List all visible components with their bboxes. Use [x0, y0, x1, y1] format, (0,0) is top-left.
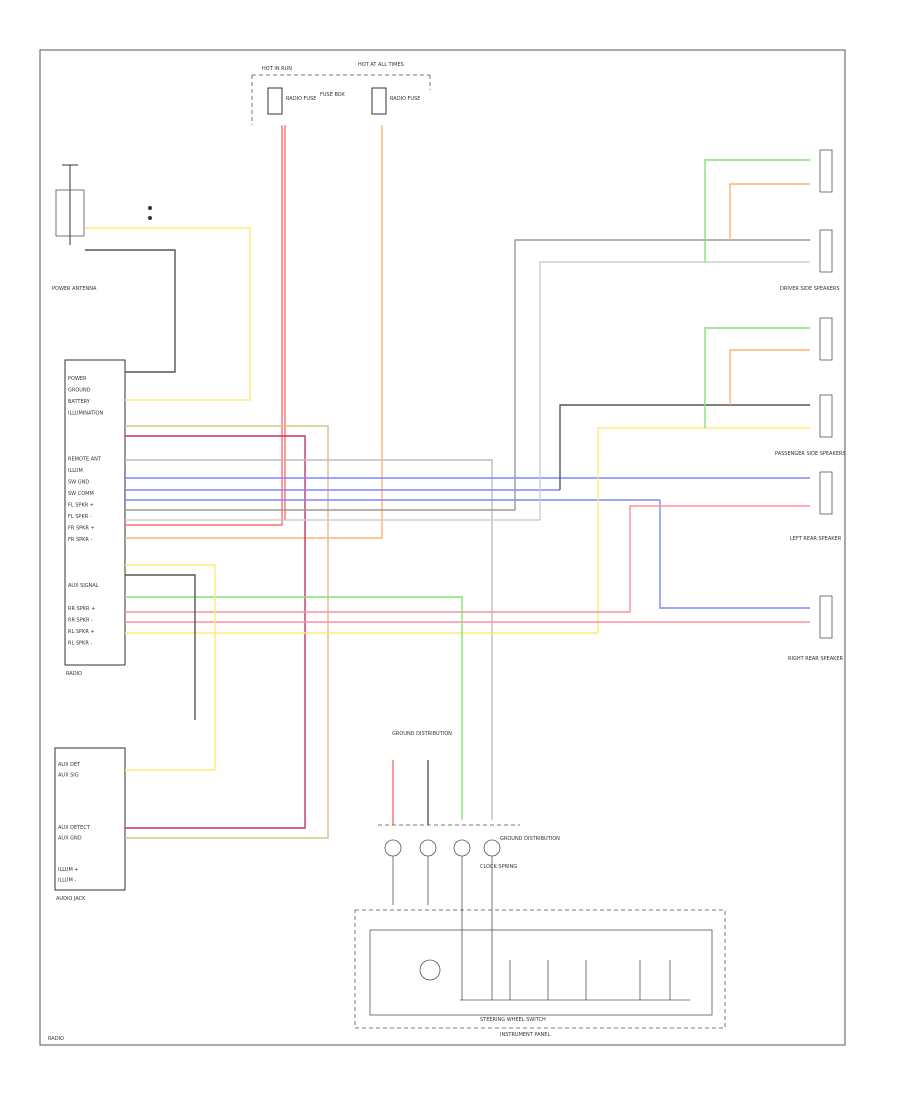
aux-pin-0: AUX DET [58, 762, 81, 768]
radio-pin-21: RR SPKR - [68, 618, 93, 624]
fr-speaker-icon [819, 317, 833, 361]
fr-speaker-label: PASSENGER SIDE SPEAKERS [775, 451, 846, 457]
radio-label: RADIO [66, 671, 82, 677]
antenna-label: POWER ANTENNA [52, 286, 97, 292]
radio-unit: RADIO POWER GROUND BATTERY ILLUMINATION REMO… [64, 359, 126, 677]
hot-run-label: HOT IN RUN [262, 66, 292, 72]
radio-pin-2: BATTERY [68, 399, 91, 405]
radio-pin-14: FR SPKR - [68, 537, 92, 543]
rl-speaker-label: LEFT REAR SPEAKER [790, 536, 842, 542]
radio-pin-23: RL SPKR - [68, 641, 92, 647]
fuse-1-label: RADIO FUSE [286, 96, 316, 102]
ground-2-label: GROUND DISTRIBUTION [500, 836, 560, 842]
radio-pin-12: FL SPKR - [68, 514, 92, 520]
radio-pin-1: GROUND [68, 388, 91, 394]
footer-label: RADIO [48, 1036, 64, 1042]
steering-switch-label: STEERING WHEEL SWITCH [480, 1017, 546, 1023]
rl-speaker-icon [819, 471, 833, 515]
aux-jack-label: AUDIO JACK [56, 896, 86, 902]
steering-switch-area: GROUND DISTRIBUTION GROUND DISTRIBUTION … [354, 731, 726, 1038]
radio-pin-0: POWER [68, 376, 87, 382]
antenna-icon [55, 189, 85, 237]
fl-speaker-icon [819, 149, 833, 193]
radio-pin-22: RL SPKR + [68, 629, 95, 635]
radio-pin-20: RR SPKR + [68, 606, 95, 612]
aux-pin-1: AUX SIG [58, 773, 79, 779]
fuse-2-label: RADIO FUSE [390, 96, 420, 102]
aux-pin-6: AUX DETECT [58, 825, 91, 831]
fuse-box-label: FUSE BOX [320, 92, 345, 98]
aux-pin-7: AUX GND [58, 836, 82, 842]
radio-pin-10: SW COMM [68, 491, 94, 497]
aux-pin-10: ILLUM + [58, 867, 79, 873]
radio-pin-13: FR SPKR + [68, 526, 95, 532]
fl-speaker-label: DRIVER SIDE SPEAKERS [780, 286, 840, 292]
radio-pin-7: REMOTE ANT [68, 457, 102, 463]
speaker-connectors: DRIVER SIDE SPEAKERS PASSENGER SIDE SPEA… [775, 149, 846, 662]
fuse-2-icon [371, 87, 387, 115]
diagram-frame [39, 49, 846, 1046]
audio-jack-unit: AUDIO JACK AUX DET AUX SIG AUX DETECT AUX G… [54, 747, 126, 902]
instrument-label: INSTRUMENT PANEL [500, 1032, 550, 1038]
fr-speaker-2-icon [819, 394, 833, 438]
ground-1-label: GROUND DISTRIBUTION [392, 731, 452, 737]
fuse-area: HOT IN RUN HOT AT ALL TIMES RADIO FUSE R… [251, 62, 431, 125]
radio-pin-8: ILLUM [68, 468, 83, 474]
radio-pin-18: AUX SIGNAL [68, 583, 99, 589]
fuse-1-icon [267, 87, 283, 115]
aux-pin-11: ILLUM - [58, 878, 76, 884]
radio-pin-3: ILLUMINATION [68, 411, 103, 417]
wire-bundle [85, 125, 810, 839]
steering-switch-icon [419, 959, 441, 981]
radio-pin-9: SW GND [68, 480, 89, 486]
fl-speaker-2-icon [819, 229, 833, 273]
radio-pin-11: FL SPKR + [68, 503, 94, 509]
rr-speaker-icon [819, 595, 833, 639]
rr-speaker-label: RIGHT REAR SPEAKER [788, 656, 844, 662]
hot-all-label: HOT AT ALL TIMES [358, 62, 404, 68]
antenna-area: POWER ANTENNA [52, 164, 152, 292]
clock-spring-label: CLOCK SPRING [480, 864, 517, 870]
